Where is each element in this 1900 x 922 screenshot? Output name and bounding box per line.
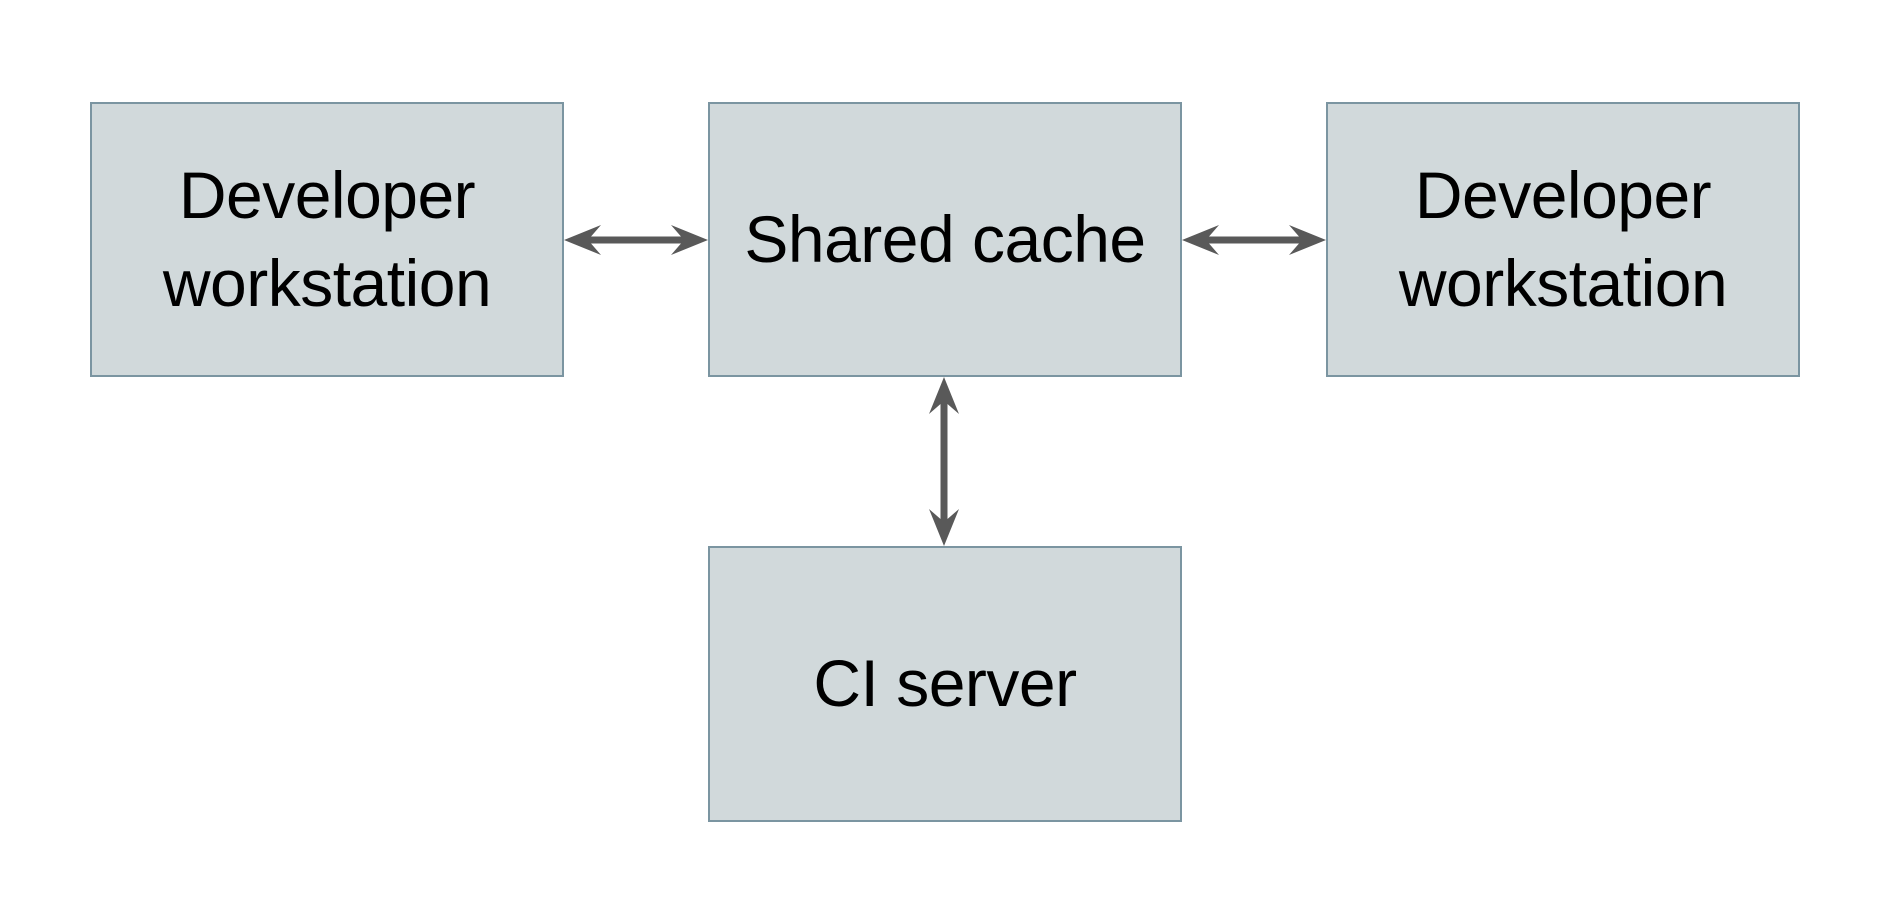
node-shared-cache: Shared cache bbox=[708, 102, 1182, 377]
node-developer-workstation-left: Developer workstation bbox=[90, 102, 564, 377]
bidirectional-arrow-left-cache-icon bbox=[564, 225, 708, 255]
node-ci-server: CI server bbox=[708, 546, 1182, 822]
node-label: Developer workstation bbox=[162, 158, 492, 320]
node-label: CI server bbox=[813, 646, 1077, 721]
bidirectional-arrow-cache-right-icon bbox=[1182, 225, 1326, 255]
node-developer-workstation-right: Developer workstation bbox=[1326, 102, 1800, 377]
node-label: Shared cache bbox=[744, 201, 1146, 276]
bidirectional-arrow-cache-ci-icon bbox=[929, 377, 959, 546]
node-label: Developer workstation bbox=[1398, 158, 1728, 320]
